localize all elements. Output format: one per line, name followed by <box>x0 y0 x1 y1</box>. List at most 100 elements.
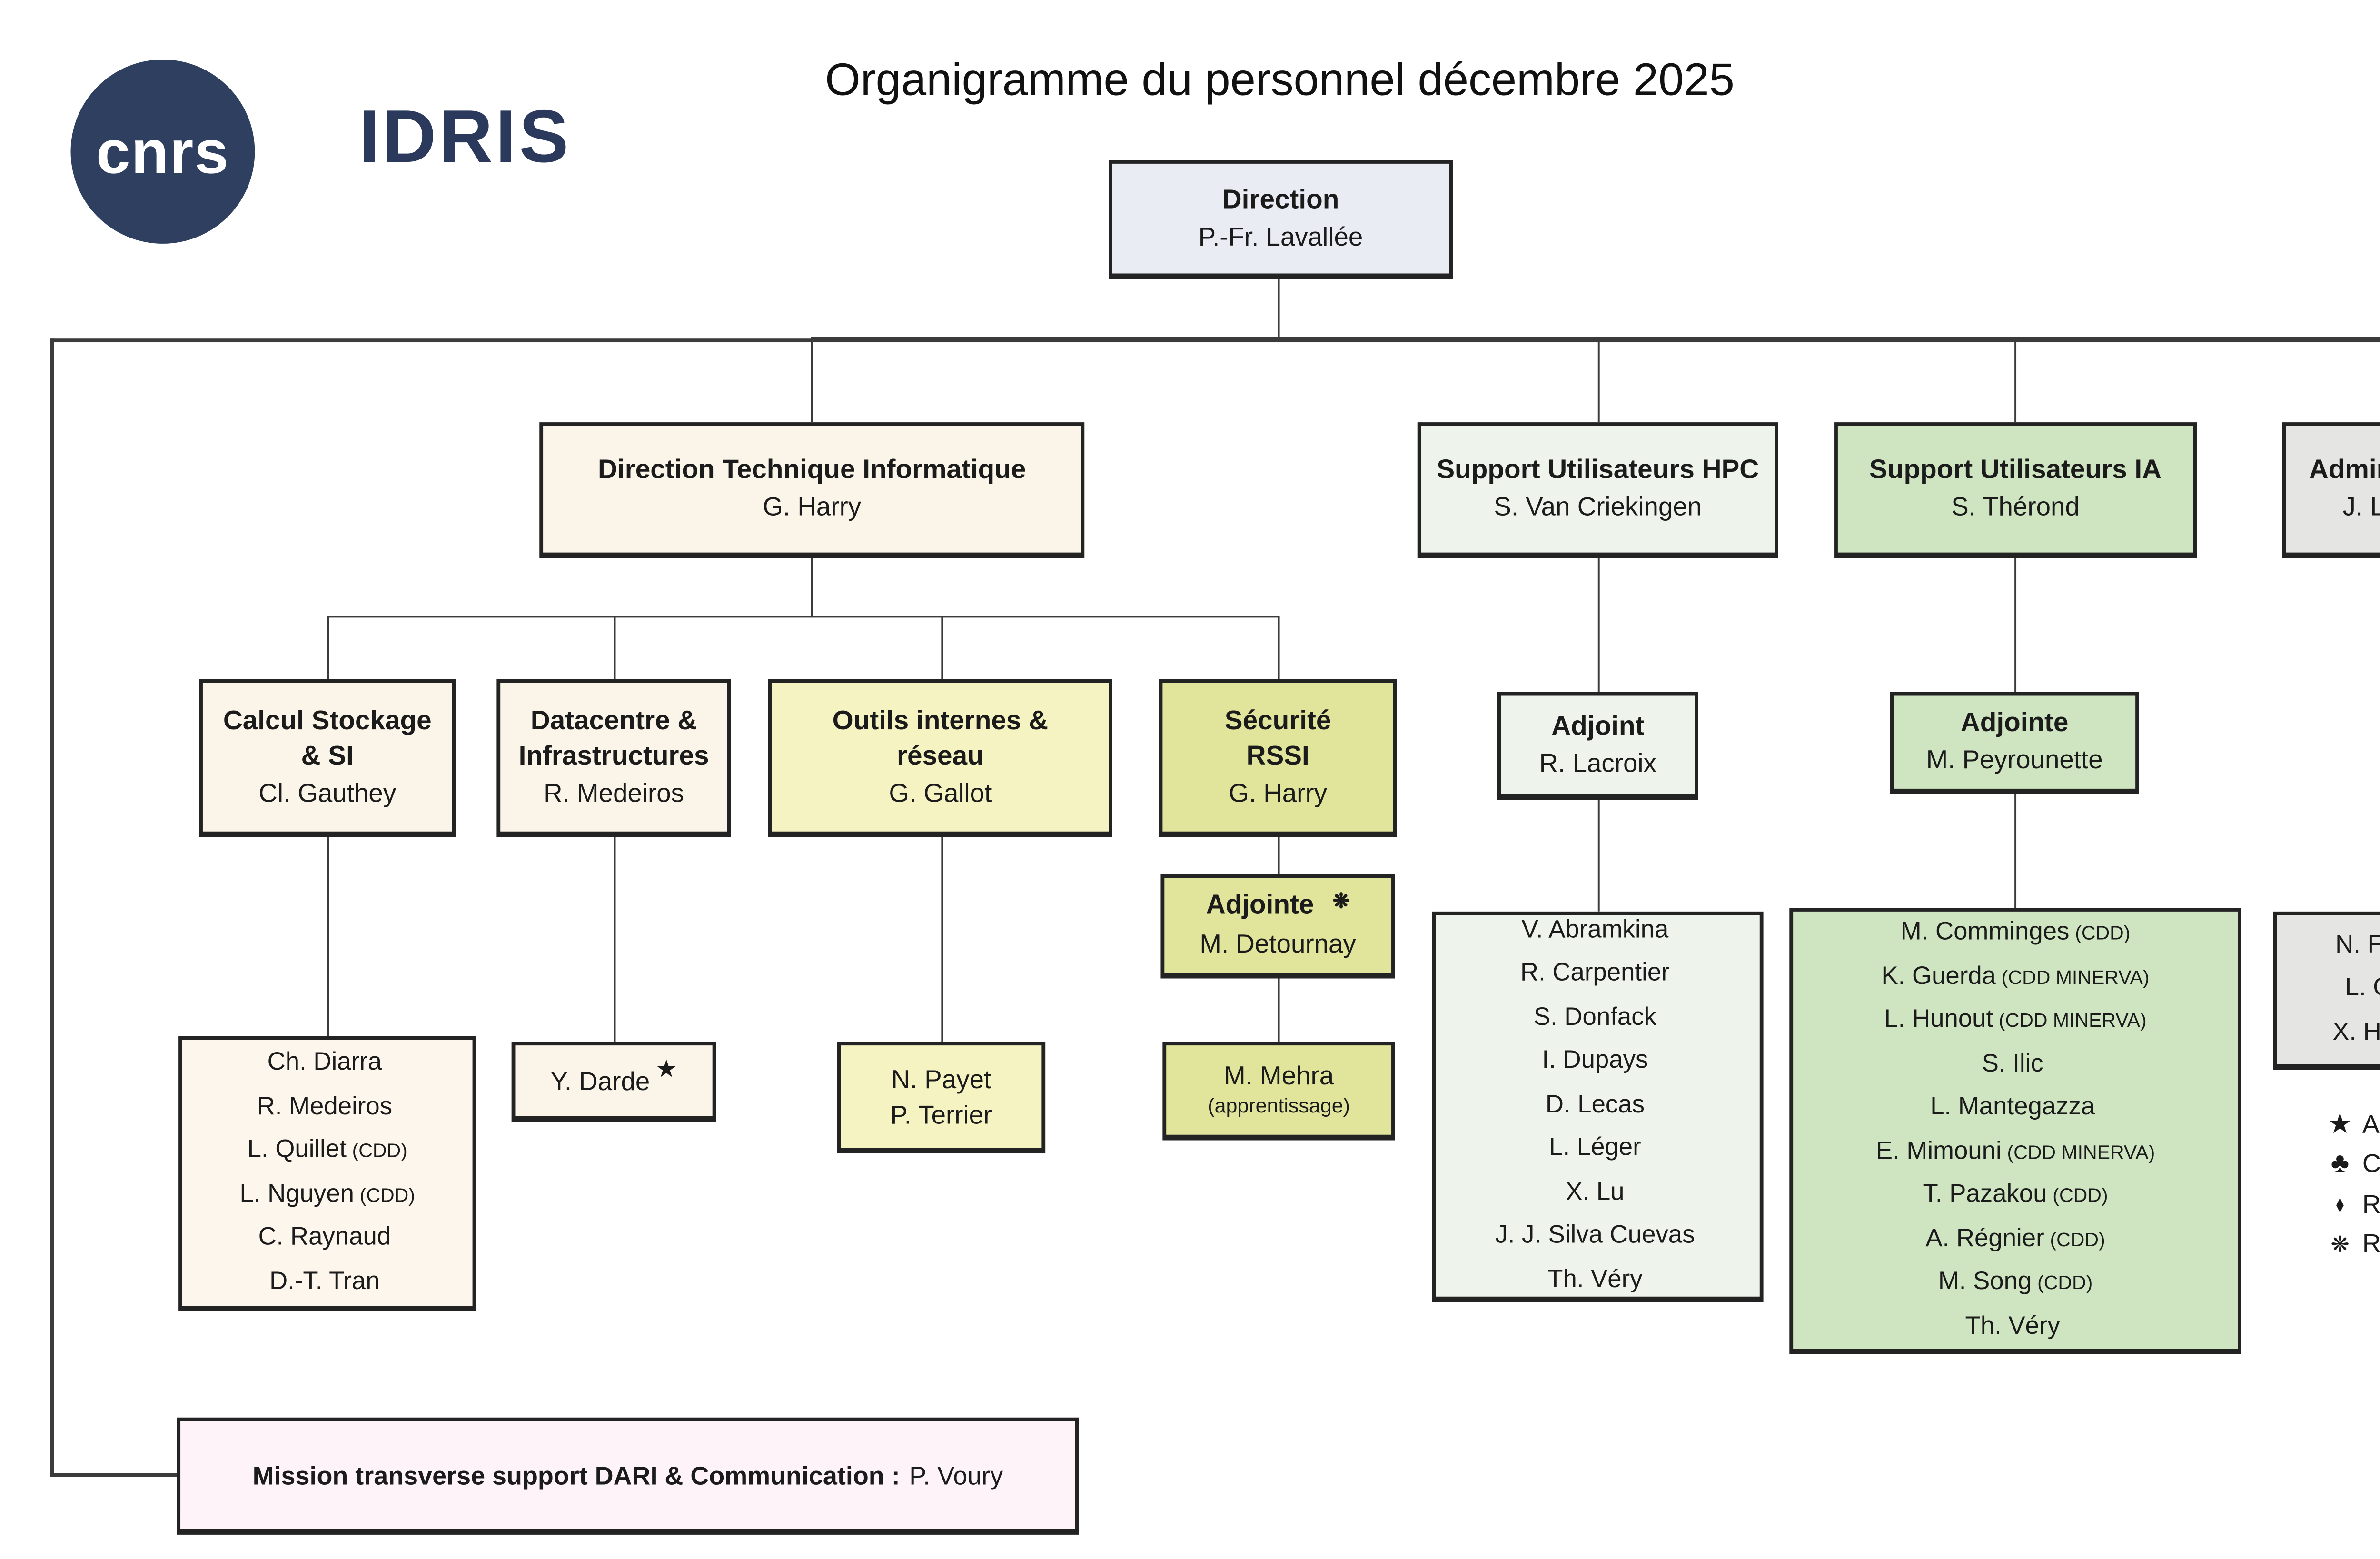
page-title: Organigramme du personnel décembre 2025 <box>825 56 1735 106</box>
node-outils-title1: Outils internes & <box>832 706 1049 736</box>
legend-label: Correspondante formation <box>2362 1150 2380 1178</box>
node-ia-person: S. Thérond <box>1951 491 2080 521</box>
connector-adjointe-mehra <box>1277 978 1279 1042</box>
connector-dti-distributor-down <box>810 558 813 618</box>
node-hpc: Support Utilisateurs HPC S. Van Crieking… <box>1417 422 1778 558</box>
connector-trunk-thick <box>811 337 2380 343</box>
team-member: M. Comminges(CDD) <box>1900 917 2131 945</box>
node-adjointe-ia-title: Adjointe <box>1960 708 2069 739</box>
node-securite-title2: RSSI <box>1246 741 1309 771</box>
node-hpc-person: S. Van Criekingen <box>1494 491 1702 521</box>
team-member: R. Carpentier <box>1520 958 1670 987</box>
team-member: L. Hunout(CDD MINERVA) <box>1884 1004 2147 1033</box>
node-adjointe-securite-title: Adjointe❋ <box>1206 891 1350 921</box>
team-member: S. Donfack <box>1533 1002 1656 1030</box>
connector-securite-adjointe <box>1277 837 1279 874</box>
connector-hpc-adjoint <box>1597 558 1599 692</box>
connector-left-drop <box>50 338 53 1475</box>
connector-calcul-team <box>326 837 329 1036</box>
team-member: X. Lu <box>1566 1177 1625 1205</box>
node-direction-title: Direction <box>1222 185 1339 215</box>
node-dti-person: G. Harry <box>763 491 862 521</box>
node-securite: Sécurité RSSI G. Harry <box>1159 679 1397 837</box>
node-admin-person: J. Legrand <box>2342 491 2380 521</box>
node-adjointe-securite: Adjointe❋ M. Detournay <box>1160 874 1395 979</box>
connector-ia-adjointe <box>2013 558 2016 692</box>
team-member: M. Song(CDD) <box>1938 1267 2093 1295</box>
team-member: L. Quillet(CDD) <box>247 1134 407 1163</box>
node-mehra-person: M. Mehra <box>1224 1060 1334 1090</box>
team-member: A. Régnier(CDD) <box>1925 1223 2105 1251</box>
connector-ia-drop <box>2013 340 2016 423</box>
node-direction-person: P.-Fr. Lavallée <box>1198 220 1363 250</box>
connector-datacentre-drop <box>613 616 615 679</box>
mission-label: Mission transverse support DARI & Commun… <box>252 1461 900 1489</box>
node-adjoint-hpc: Adjoint R. Lacroix <box>1497 692 1698 800</box>
flower-icon: ❋ <box>2330 1231 2350 1257</box>
team-member: X. Hermann <box>2332 1017 2380 1045</box>
legend-row-prevention: ★ Assistant de prévention <box>2321 1103 2380 1144</box>
team-member: L. Léger <box>1549 1133 1641 1162</box>
team-member: C. Raynaud <box>258 1222 391 1251</box>
node-adjointe-ia: Adjointe M. Peyrounette <box>1890 692 2139 794</box>
connector-calcul-drop <box>326 616 329 679</box>
node-adjointe-ia-person: M. Peyrounette <box>1926 744 2103 774</box>
team-member: N. François <box>2335 929 2380 958</box>
node-mehra: M. Mehra (apprentissage) <box>1162 1042 1395 1141</box>
connector-hpc-drop <box>1597 340 1599 423</box>
connector-dti-drop <box>810 340 813 423</box>
node-hpc-title: Support Utilisateurs HPC <box>1437 456 1759 486</box>
node-dti-title: Direction Technique Informatique <box>598 456 1026 486</box>
node-ia-title: Support Utilisateurs IA <box>1869 456 2162 486</box>
mission-person: P. Voury <box>909 1461 1003 1489</box>
node-terrier-person: P. Terrier <box>890 1098 992 1129</box>
star-icon: ★ <box>2327 1109 2353 1141</box>
team-member: Th. Véry <box>1965 1311 2060 1339</box>
connector-outils-drop <box>940 616 943 679</box>
team-member: J. J. Silva Cuevas <box>1495 1221 1695 1249</box>
node-ia: Support Utilisateurs IA S. Thérond <box>1834 422 2197 558</box>
node-darde-person: Y. Darde★ <box>550 1053 677 1095</box>
node-payet-person: N. Payet <box>891 1063 992 1093</box>
node-mission-transverse: Mission transverse support DARI & Commun… <box>177 1417 1079 1535</box>
node-direction: Direction P.-Fr. Lavallée <box>1109 160 1453 279</box>
team-member: K. Guerda(CDD MINERVA) <box>1881 961 2150 989</box>
legend-label: Référente parité <box>2362 1190 2380 1218</box>
node-adjointe-securite-person: M. Detournay <box>1200 928 1356 958</box>
node-datacentre-title1: Datacentre & <box>530 706 697 736</box>
team-admin: N. François L. Goujon X. Hermann <box>2273 911 2380 1070</box>
node-datacentre-person: R. Medeiros <box>544 776 684 807</box>
legend-row-formation: ♣ Correspondante formation <box>2321 1143 2380 1184</box>
connector-outils-team <box>940 837 943 1042</box>
connector-adjointe-iateam <box>2013 794 2016 908</box>
flower-icon: ❋ <box>1332 891 1350 914</box>
node-admin: Administration J. Legrand ♣ ♦ ❋ <box>2282 422 2380 558</box>
legend-label: Référentes développement durable <box>2362 1230 2380 1258</box>
team-hpc: V. Abramkina R. Carpentier S. Donfack I.… <box>1432 911 1764 1302</box>
team-member: I. Dupays <box>1542 1046 1648 1074</box>
node-outils-person: G. Gallot <box>889 776 992 807</box>
connector-trunk-thin <box>50 338 813 342</box>
team-calcul-si: Ch. Diarra R. Medeiros L. Quillet(CDD) L… <box>178 1036 476 1311</box>
team-member: V. Abramkina <box>1521 914 1669 943</box>
legend-row-durable: ❋ Référentes développement durable <box>2321 1223 2380 1264</box>
node-dti: Direction Technique Informatique G. Harr… <box>539 422 1085 558</box>
node-datacentre-title2: Infrastructures <box>518 741 709 771</box>
node-calcul-title2: & SI <box>301 741 354 771</box>
diamond-icon: ♦ <box>2335 1189 2345 1219</box>
team-member: Ch. Diarra <box>267 1047 382 1075</box>
legend-row-parite: ♦ Référente parité <box>2321 1183 2380 1224</box>
connector-mission-in <box>50 1473 177 1476</box>
node-calcul-si: Calcul Stockage & SI Cl. Gauthey <box>199 679 456 837</box>
team-member: S. Ilic <box>1982 1048 2043 1076</box>
cnrs-logo: cnrs <box>70 60 255 244</box>
node-adjoint-hpc-person: R. Lacroix <box>1539 746 1656 777</box>
legend-label: Assistant de prévention <box>2362 1109 2380 1138</box>
star-icon: ★ <box>655 1053 677 1082</box>
team-member: D. Lecas <box>1545 1089 1645 1118</box>
node-calcul-title1: Calcul Stockage <box>223 706 432 736</box>
node-datacentre: Datacentre & Infrastructures R. Medeiros <box>496 679 731 837</box>
team-member: L. Nguyen(CDD) <box>239 1178 415 1207</box>
node-payet-terrier: N. Payet P. Terrier <box>837 1042 1046 1153</box>
